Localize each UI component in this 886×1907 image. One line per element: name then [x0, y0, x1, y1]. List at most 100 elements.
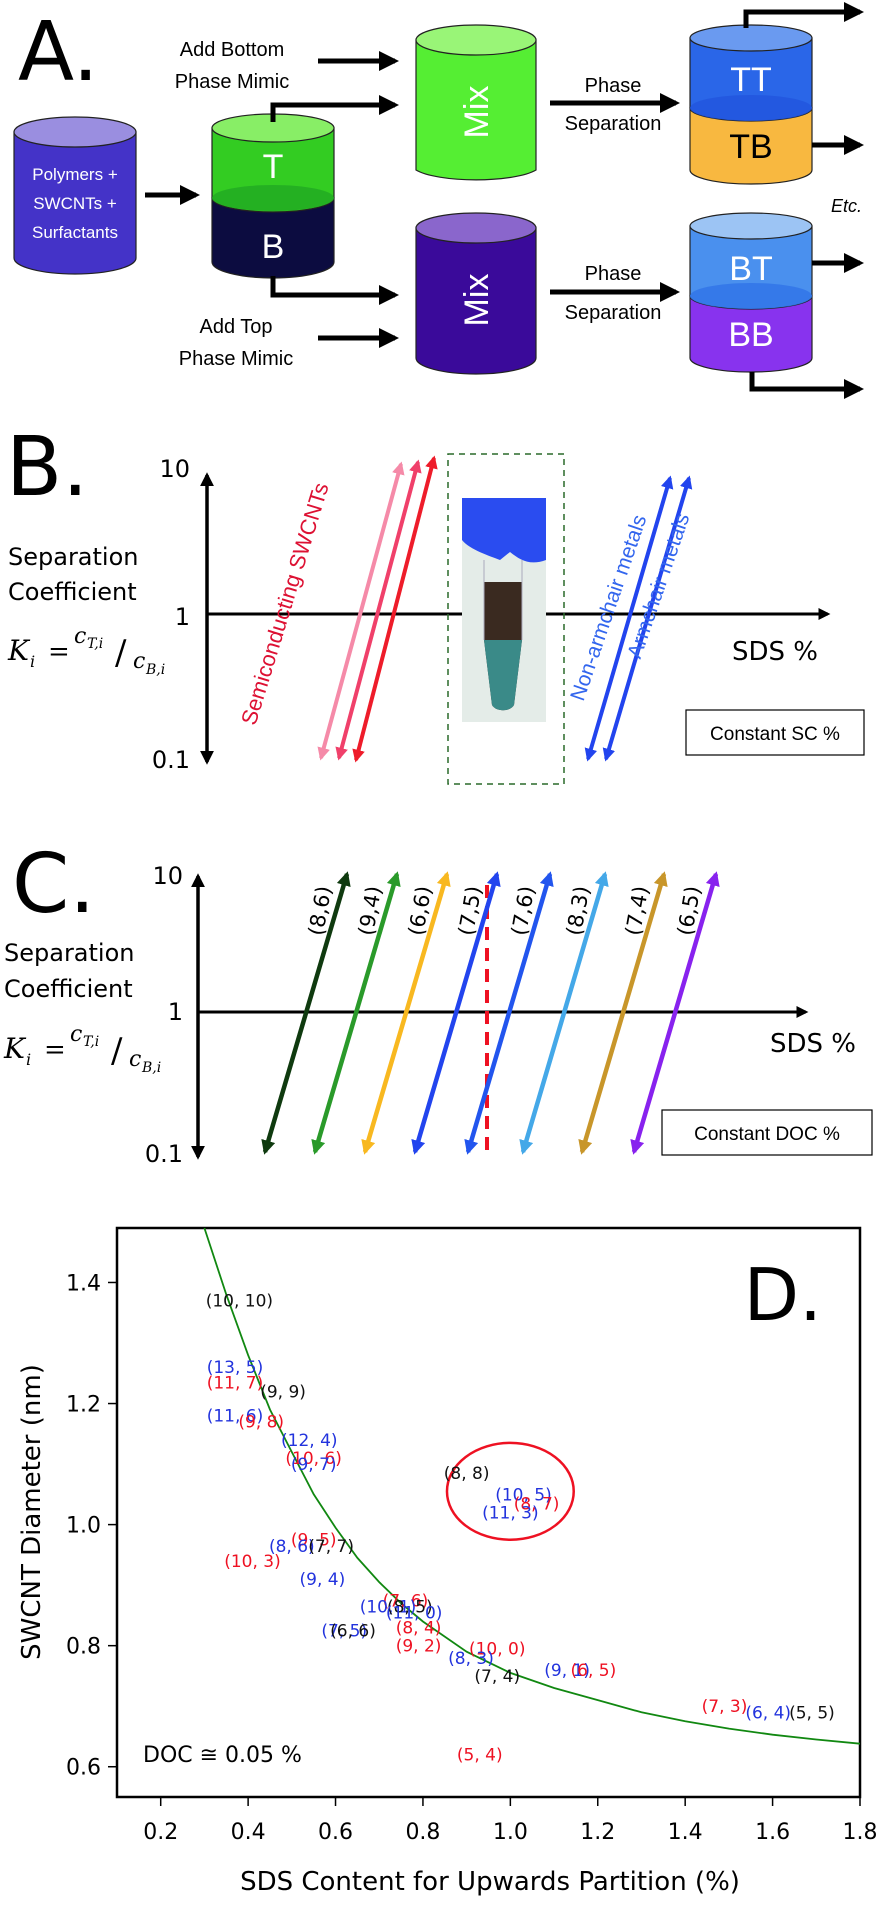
c-formula-den: c: [129, 1047, 141, 1072]
d-point-label-semiconducting: (10, 6): [285, 1449, 342, 1469]
d-point-label-metallic: (8, 3): [448, 1649, 494, 1669]
d-point-label-armchair: (6, 6): [330, 1622, 376, 1642]
d-doc-annotation: DOC ≅ 0.05 %: [143, 1743, 302, 1768]
tube-tt-tb: TT TB: [689, 24, 813, 185]
d-point-label-metallic: (11, 6): [207, 1407, 264, 1427]
d-point-label-metallic: (10, 1): [360, 1597, 417, 1617]
c-formula-den-sub: B,i: [141, 1060, 161, 1076]
d-point-label-semiconducting: (8, 4): [396, 1619, 442, 1639]
c-constant-box: [661, 1109, 873, 1156]
d-point-label-semiconducting: (9, 8): [238, 1413, 284, 1433]
b-constant-label: Constant SC %: [710, 724, 840, 745]
c-formula: K i = c T,i / c B,i: [3, 1022, 161, 1076]
d-point-label-metallic: (7, 5): [321, 1622, 367, 1642]
d-point-label-armchair: (7, 4): [474, 1667, 520, 1687]
b-formula-equals: =: [48, 637, 70, 667]
d-xtick-label: 1.4: [668, 1820, 703, 1845]
b-formula-slash: /: [115, 633, 127, 673]
start-line-2: SWCNTs +: [33, 194, 117, 213]
d-point-label-metallic: (10, 5): [495, 1485, 552, 1505]
phase-sep-top-line-1: Phase: [585, 75, 642, 97]
b-ytick-0-1: 0.1: [152, 746, 190, 774]
d-point-label-semiconducting: (9, 5): [291, 1531, 337, 1551]
tt-out-arrow: [743, 2, 864, 28]
etc-label: Etc.: [831, 196, 862, 216]
tube-photo: [447, 453, 565, 785]
c-formula-num-sub: T,i: [83, 1034, 99, 1050]
tube-top-phase: T: [263, 148, 284, 186]
d-point-label-semiconducting: (5, 4): [457, 1746, 503, 1766]
c-ytick-10: 10: [152, 862, 183, 890]
d-ytick-label: 0.8: [66, 1635, 101, 1660]
b-formula-k: K: [7, 634, 31, 667]
b-xlabel: SDS %: [732, 637, 818, 667]
b-formula-den-sub: B,i: [145, 662, 165, 678]
chirality-arrows: (8,6)(9,4)(6,6)(7,5)(7,6)(8,3)(7,4)(6,5): [261, 871, 720, 1155]
add-top-line-1: Add Top: [199, 316, 272, 338]
d-point-label-metallic: (9, 7): [291, 1455, 337, 1475]
d-point-label-semiconducting: (11, 7): [207, 1373, 264, 1393]
d-point-labels: (10, 10)(13, 5)(11, 7)(9, 9)(11, 6)(9, 8…: [206, 1292, 835, 1766]
photo-dashed-box: [447, 453, 565, 785]
panel-b: B. 10 1 0.1 Separation Coefficient K i =…: [6, 420, 865, 785]
tube-bb-label: BB: [728, 316, 773, 354]
bottom-phase-connector: [270, 276, 399, 305]
start-cylinder: Polymers + SWCNTs + Surfactants: [13, 116, 137, 275]
phase-sep-bottom-line-1: Phase: [585, 263, 642, 285]
d-point-label-semiconducting: (10, 3): [224, 1552, 281, 1572]
c-formula-equals: =: [44, 1035, 66, 1065]
b-formula-den: c: [133, 649, 145, 674]
panel-c: C. 10 1 0.1 Separation Coefficient K i =…: [3, 837, 873, 1168]
chirality-arrow: [630, 871, 720, 1155]
d-point-label-semiconducting: (10, 0): [469, 1640, 526, 1660]
d-xtick-label: 1.8: [843, 1820, 878, 1845]
phase-sep-bottom-line-2: Separation: [565, 302, 662, 324]
d-ylabel: SWCNT Diameter (nm): [17, 1364, 47, 1660]
mix-label-bottom: Mix: [458, 274, 496, 327]
add-bottom-line-2: Phase Mimic: [175, 71, 289, 93]
d-point-label-semiconducting: (7, 3): [702, 1697, 748, 1717]
d-point-label-metallic: (11, 0): [386, 1603, 443, 1623]
d-point-label-metallic: (11, 3): [482, 1504, 539, 1524]
d-point-label-semiconducting: (6, 5): [571, 1661, 617, 1681]
c-ytick-1: 1: [168, 998, 183, 1026]
d-plot-frame: [115, 1226, 862, 1799]
tube-tb-label: TB: [729, 128, 772, 166]
b-formula-k-sub: i: [30, 652, 35, 671]
start-line-1: Polymers +: [32, 165, 118, 184]
d-point-label-metallic: (8, 6): [269, 1537, 315, 1557]
d-xtick-label: 0.8: [405, 1820, 440, 1845]
photo-tube-cap: [462, 498, 546, 563]
d-fit-curve: [203, 1227, 861, 1745]
add-top-line-2: Phase Mimic: [179, 348, 293, 370]
bb-out-arrow: [749, 372, 864, 399]
metal-arrow: [602, 475, 693, 762]
c-ylabel-line-1: Separation: [4, 939, 135, 967]
b-formula: K i = c T,i / c B,i: [7, 624, 165, 678]
d-point-label-armchair: (7, 7): [308, 1537, 354, 1557]
b-ytick-10: 10: [159, 455, 190, 483]
c-formula-num: c: [70, 1022, 82, 1047]
semiconducting-arrows: [317, 455, 438, 763]
tube-tt-label: TT: [730, 61, 772, 99]
tube-bt-bb: BT BB: [689, 212, 813, 373]
d-point-label-metallic: (6, 4): [745, 1703, 791, 1723]
d-xtick-label: 1.0: [493, 1820, 528, 1845]
panel-b-label: B.: [6, 420, 88, 515]
top-phase-connector: [270, 95, 399, 122]
d-point-label-semiconducting: (8, 7): [514, 1494, 560, 1514]
c-ytick-0-1: 0.1: [145, 1140, 183, 1168]
start-line-3: Surfactants: [32, 223, 118, 242]
mix-label-top: Mix: [458, 86, 496, 139]
b-formula-num-sub: T,i: [87, 636, 103, 652]
d-panel-label: D.: [744, 1253, 822, 1337]
panel-a-label: A.: [18, 5, 99, 100]
tube-bt-label: BT: [729, 250, 772, 288]
d-point-label-armchair: (9, 9): [260, 1382, 306, 1402]
d-xtick-label: 0.4: [231, 1820, 266, 1845]
photo-tube-teal-phase: [484, 640, 522, 711]
d-xtick-label: 1.6: [755, 1820, 790, 1845]
d-xlabel: SDS Content for Upwards Partition (%): [240, 1867, 740, 1897]
c-ylabel-line-2: Coefficient: [4, 975, 133, 1003]
